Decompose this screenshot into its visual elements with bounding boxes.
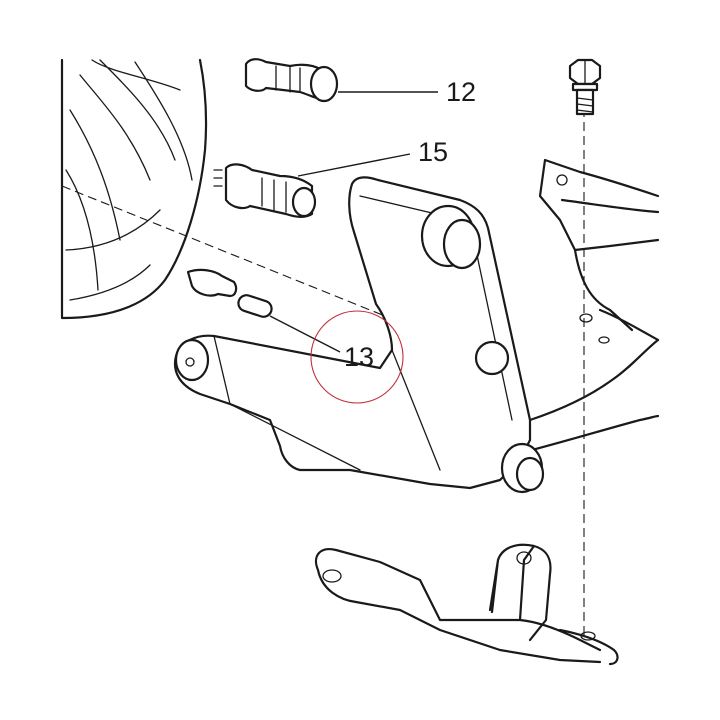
callout-leaders — [269, 91, 438, 353]
callout-13: 13 — [344, 342, 374, 372]
callout-12: 12 — [446, 77, 476, 107]
headlamp-reflector — [60, 58, 208, 320]
lower-bracket — [314, 543, 619, 666]
highlight-circle — [310, 310, 404, 404]
bolt — [568, 58, 602, 116]
bulb-13 — [186, 268, 273, 318]
mounting-frame — [528, 158, 660, 452]
callout-15: 15 — [418, 137, 448, 167]
bulb-12 — [244, 58, 339, 103]
alignment-lines — [61, 108, 585, 640]
bulb-15 — [213, 163, 317, 219]
headlamp-bracket — [173, 176, 545, 494]
